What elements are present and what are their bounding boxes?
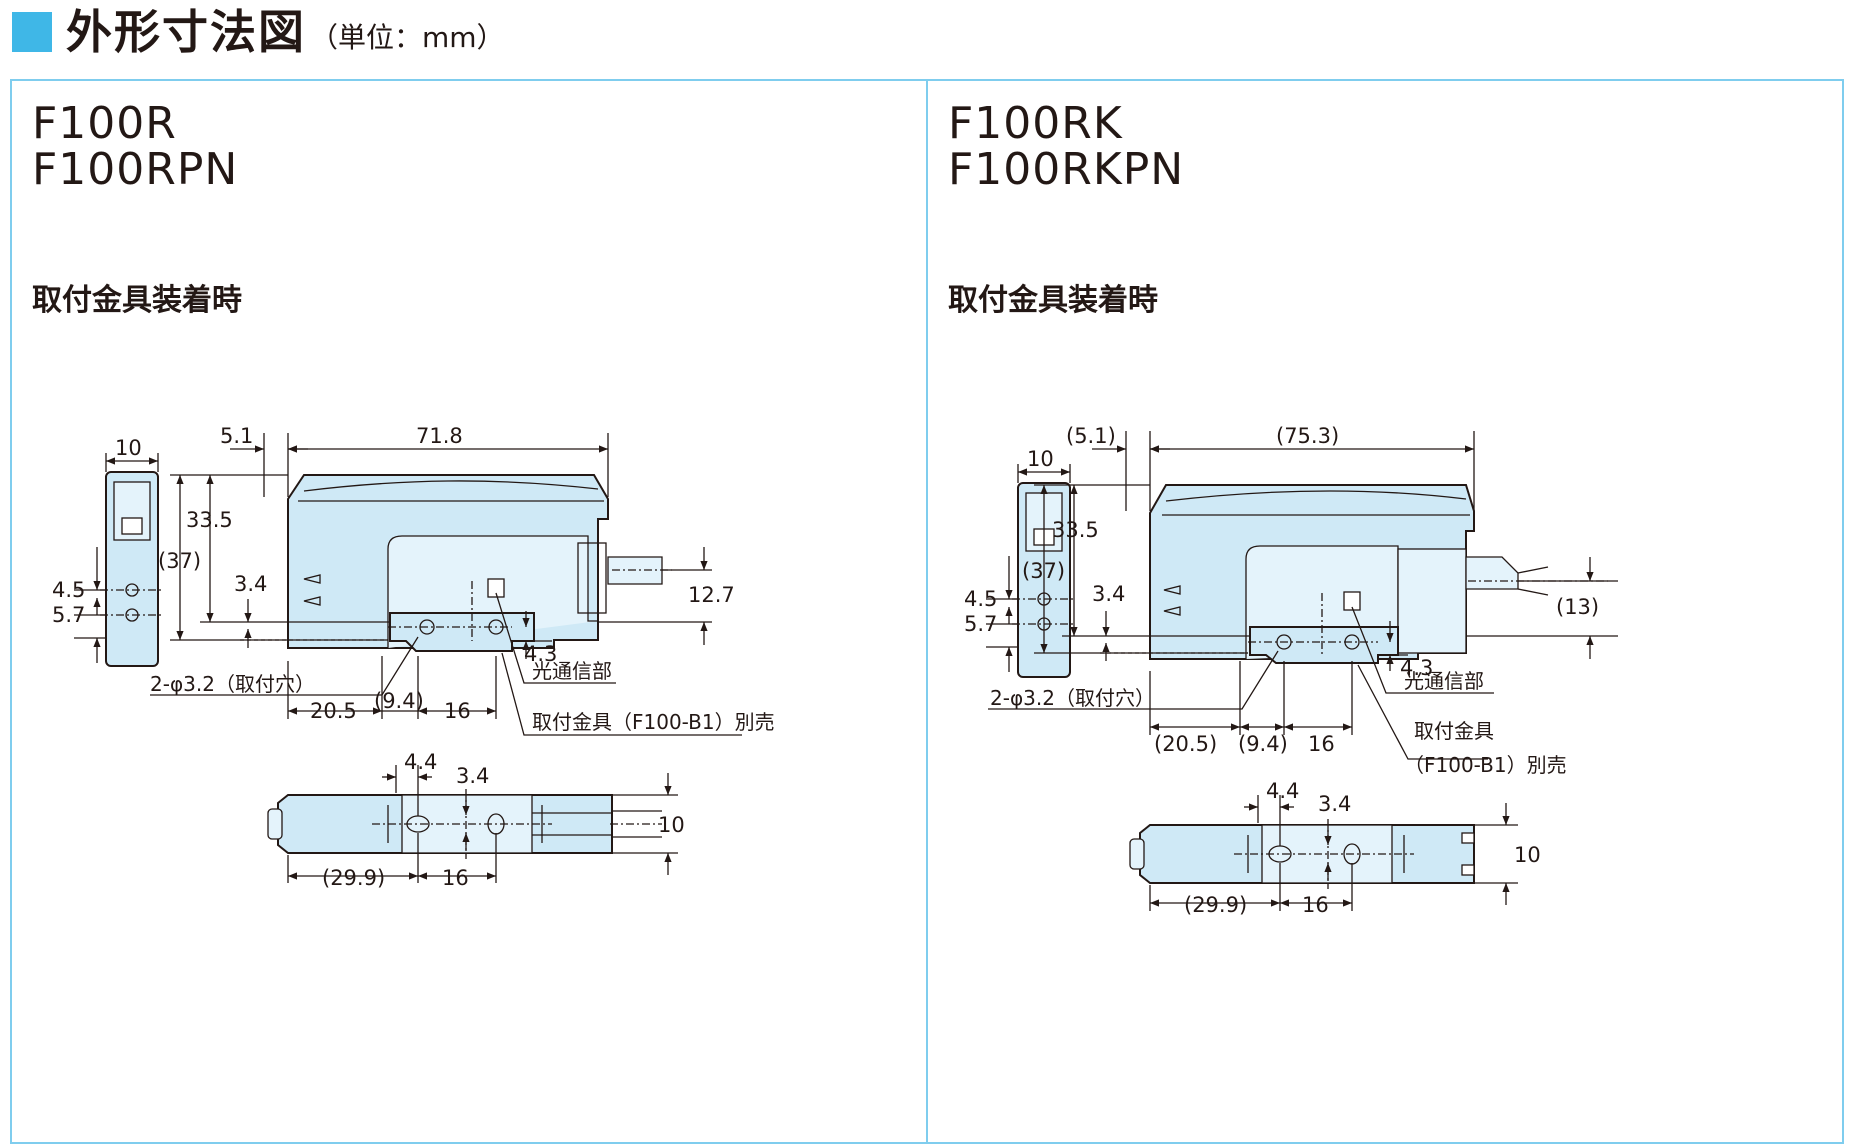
- section-title: 外形寸法図: [66, 5, 306, 59]
- note-bracket-line1: 取付金具: [1414, 719, 1494, 743]
- dim-b2: (9.4): [374, 689, 424, 713]
- model-name-1: F100RK: [948, 98, 1123, 149]
- dim-b1: (20.5): [1154, 732, 1217, 756]
- dim-bot-width: 10: [658, 813, 685, 837]
- dim-bot-width: 10: [1514, 843, 1541, 867]
- panel-f100r: F100R F100RPN 取付金具装着時: [10, 79, 928, 1144]
- dim-bot-c: (29.9): [1184, 893, 1247, 917]
- dim-bot-b: 3.4: [1318, 792, 1351, 816]
- note-comm: 光通信部: [532, 659, 612, 683]
- subtitle: 取付金具装着時: [32, 283, 242, 318]
- note-bracket: 取付金具（F100-B1）別売: [532, 710, 775, 734]
- dim-hole-offset: 3.4: [234, 572, 267, 596]
- dim-b3: 16: [1308, 732, 1335, 756]
- dim-comm-offset: 4.3: [1400, 656, 1433, 680]
- section-marker: [12, 12, 52, 52]
- dim-length: 71.8: [416, 424, 463, 448]
- note-holes: 2-φ3.2（取付穴）: [150, 672, 315, 696]
- dimension-drawing-f100r: 10 4.5 5.7 5.1 71.8 33.5 (37) 3.4 12.7 4…: [52, 424, 775, 890]
- dim-h2: (37): [158, 549, 201, 573]
- dim-b3: 16: [444, 699, 471, 723]
- dim-side-width: 10: [115, 436, 142, 460]
- dim-top-offset: (5.1): [1066, 424, 1116, 448]
- cable: [1465, 556, 1519, 590]
- panel-f100rk: F100RK F100RKPN 取付金具装着時: [926, 79, 1844, 1144]
- dim-side-width: 10: [1027, 447, 1054, 471]
- dim-comm-offset: 4.3: [524, 642, 557, 666]
- dim-length: (75.3): [1276, 424, 1339, 448]
- dim-h1: 33.5: [186, 508, 233, 532]
- dim-b2: (9.4): [1238, 732, 1288, 756]
- subtitle: 取付金具装着時: [948, 283, 1158, 318]
- dim-h2: (37): [1022, 559, 1065, 583]
- note-comm: 光通信部: [1404, 669, 1484, 693]
- dim-h1: 33.5: [1052, 518, 1099, 542]
- model-name-2: F100RKPN: [948, 144, 1185, 195]
- dim-side-a: 4.5: [52, 578, 85, 602]
- bracket: [1249, 626, 1399, 664]
- dim-top-offset: 5.1: [220, 424, 253, 448]
- dim-bot-a: 4.4: [1266, 779, 1299, 803]
- dim-bot-d: 16: [1302, 893, 1329, 917]
- dim-side-b: 5.7: [52, 603, 85, 627]
- note-bracket-line2: （F100-B1）別売: [1404, 753, 1567, 777]
- dim-hole-offset: 3.4: [1092, 582, 1125, 606]
- dim-side-a: 4.5: [964, 587, 997, 611]
- dim-side-b: 5.7: [964, 612, 997, 636]
- dim-bot-a: 4.4: [404, 750, 437, 774]
- dimension-drawing-f100rk: 10 4.5 5.7 (5.1) (75.3) 33.5 (37) 3.4 (1…: [964, 424, 1618, 917]
- model-name-1: F100R: [32, 98, 177, 149]
- dim-bot-b: 3.4: [456, 764, 489, 788]
- dim-bot-d: 16: [442, 866, 469, 890]
- dim-cable-height: (13): [1556, 595, 1599, 619]
- note-holes: 2-φ3.2（取付穴）: [990, 686, 1155, 710]
- bracket: [389, 612, 535, 652]
- dim-bot-c: (29.9): [322, 866, 385, 890]
- dim-cable-height: 12.7: [688, 583, 735, 607]
- model-name-2: F100RPN: [32, 144, 239, 195]
- unit-label: （単位：mm）: [310, 21, 505, 54]
- dim-b1: 20.5: [310, 699, 357, 723]
